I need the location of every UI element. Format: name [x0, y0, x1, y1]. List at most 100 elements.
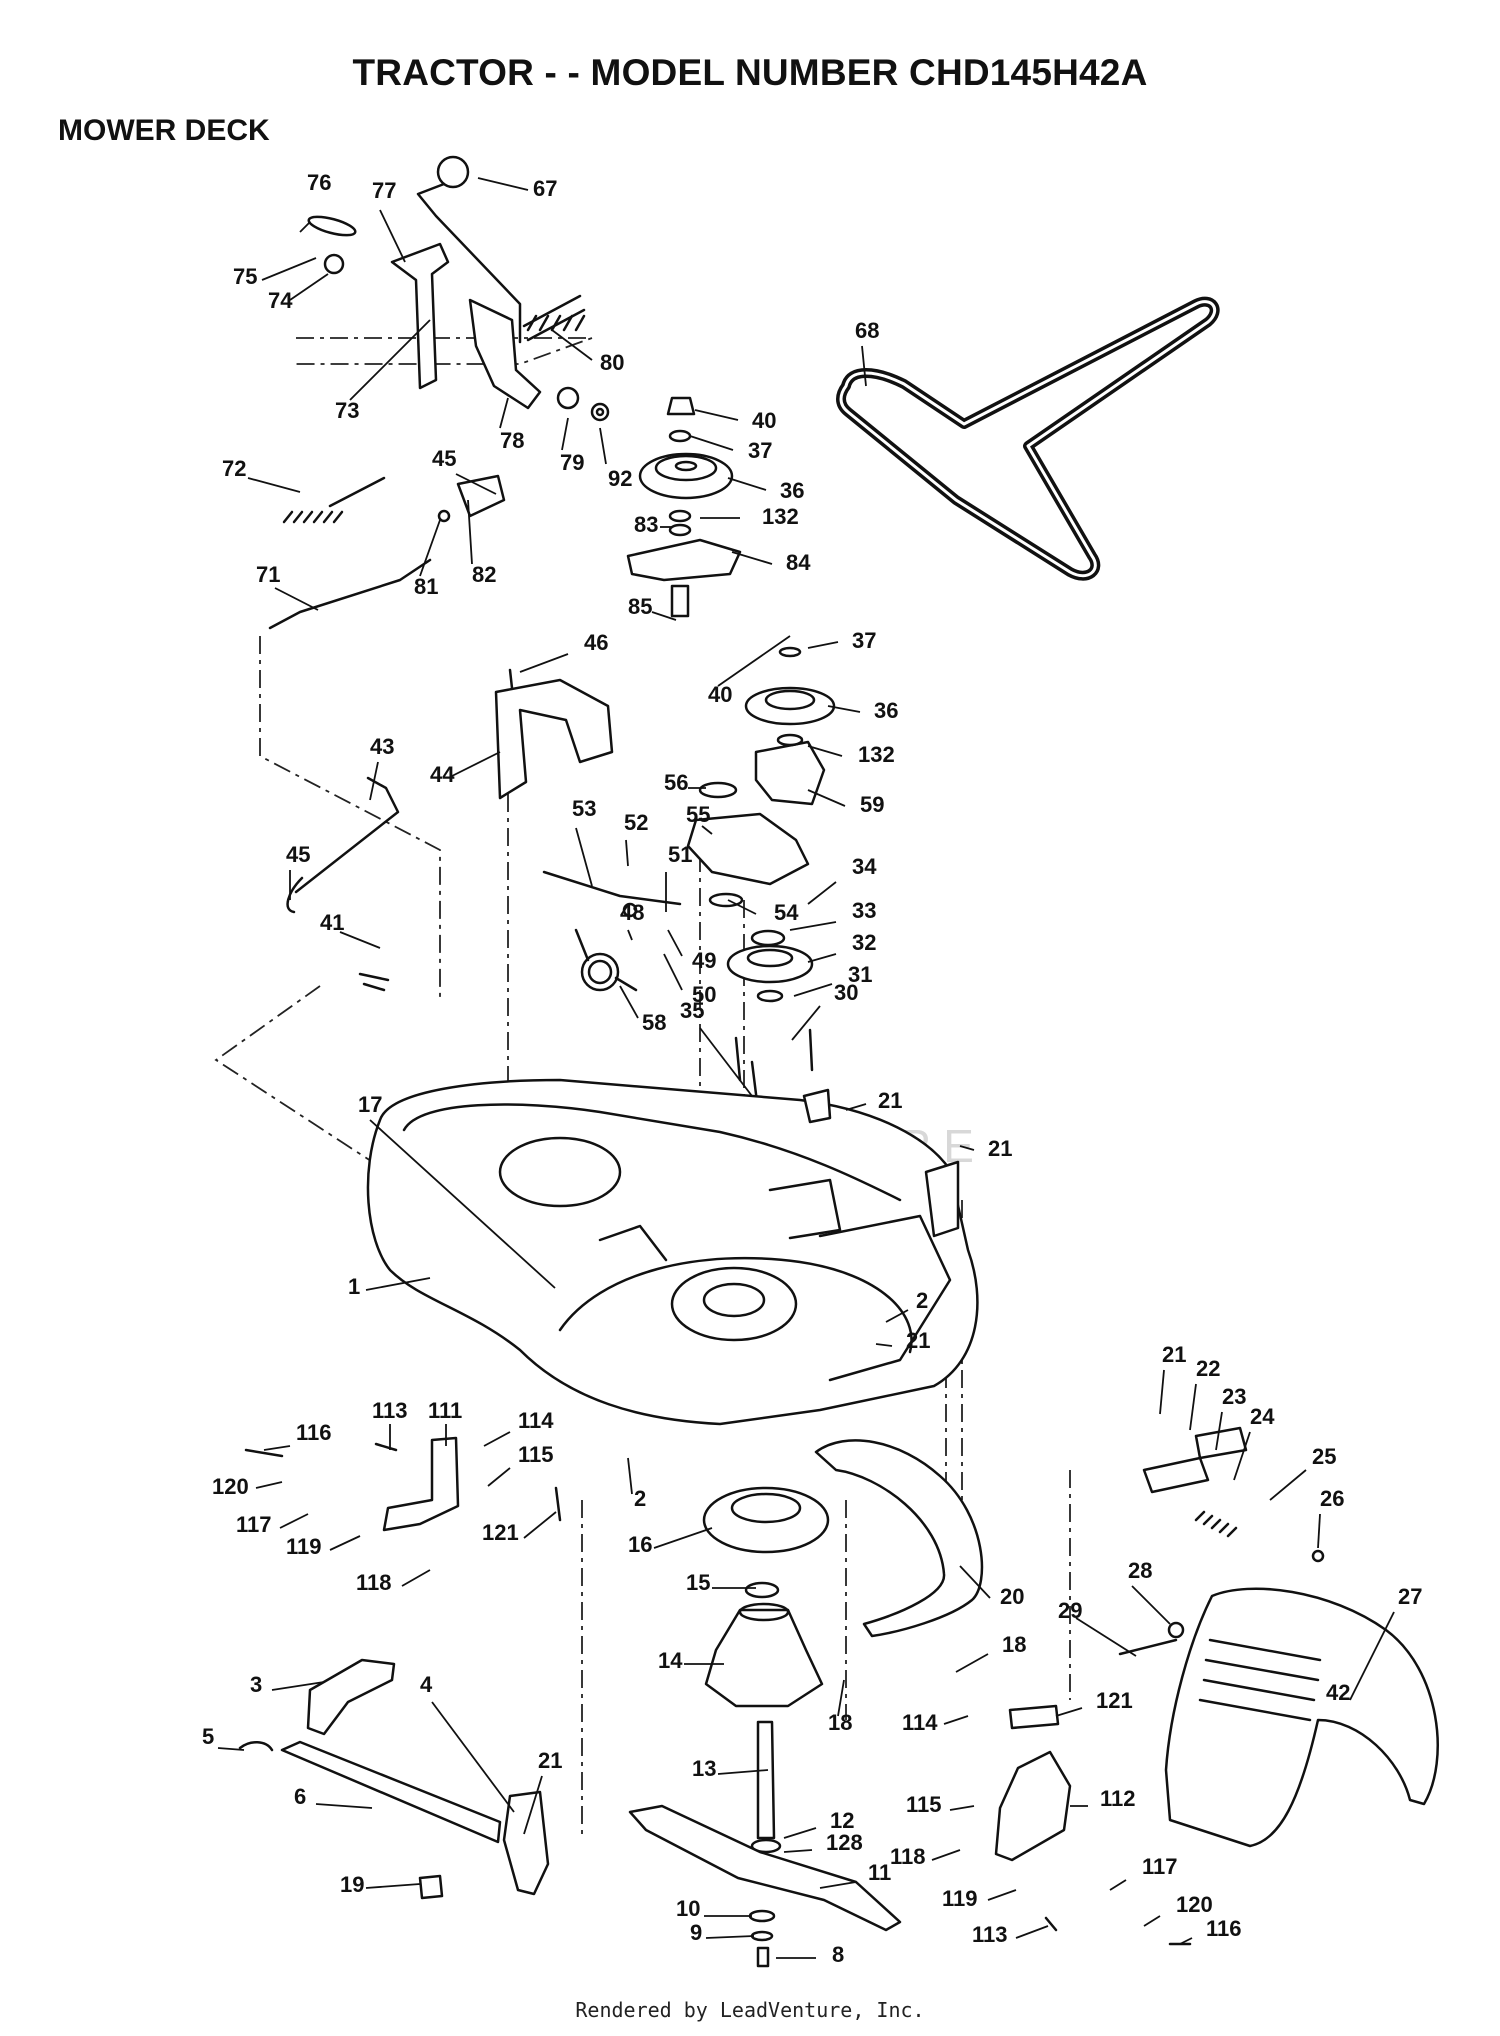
- page-title: TRACTOR - - MODEL NUMBER CHD145H42A: [352, 52, 1148, 93]
- callout-leader-35: [699, 1027, 753, 1097]
- callout-leader-84: [731, 551, 773, 565]
- callout-10: 10: [676, 1896, 700, 1921]
- callout-119: 119: [286, 1534, 322, 1559]
- callout-13: 13: [692, 1756, 716, 1781]
- callout-leader-85: [651, 611, 677, 621]
- callout-leader-118: [401, 1569, 431, 1587]
- callout-leader-119: [987, 1889, 1017, 1901]
- callout-21: 21: [988, 1136, 1012, 1161]
- callout-112: 112: [1100, 1786, 1136, 1811]
- callout-115: 115: [518, 1442, 554, 1467]
- callout-leader-41: [339, 931, 381, 949]
- callout-leader-20: [959, 1565, 991, 1599]
- callout-leader-117: [279, 1513, 309, 1529]
- callout-113: 113: [972, 1922, 1008, 1947]
- callout-31: 31: [848, 962, 872, 987]
- callout-2: 2: [634, 1486, 646, 1511]
- callout-leader-119: [329, 1535, 361, 1551]
- callout-leader-81: [419, 519, 441, 577]
- callout-67: 67: [533, 176, 557, 201]
- callout-113: 113: [372, 1398, 408, 1423]
- callout-71: 71: [256, 562, 280, 587]
- callout-21: 21: [906, 1328, 930, 1353]
- callout-4: 4: [420, 1672, 433, 1697]
- callout-117: 117: [236, 1512, 272, 1537]
- callout-116: 116: [296, 1420, 332, 1445]
- belt-guard: [494, 668, 614, 800]
- callout-81: 81: [414, 574, 438, 599]
- callout-leader-17: [369, 1119, 556, 1289]
- callout-leader-54: [727, 899, 757, 915]
- callout-12: 12: [830, 1808, 854, 1833]
- callout-56: 56: [664, 770, 688, 795]
- callout-32: 32: [852, 930, 876, 955]
- footer-credit: Rendered by LeadVenture, Inc.: [575, 1998, 925, 2022]
- callout-leader-67: [477, 177, 529, 191]
- callout-21: 21: [538, 1748, 562, 1773]
- callout-14: 14: [658, 1648, 683, 1673]
- callout-leader-3: [271, 1681, 325, 1691]
- callout-leader-82: [467, 499, 473, 565]
- callout-29: 29: [1058, 1598, 1082, 1623]
- callout-79: 79: [560, 450, 584, 475]
- callout-leader-40: [694, 409, 739, 421]
- callout-leader-74: [289, 273, 329, 301]
- discharge-chute: 42: [1008, 1426, 1439, 1848]
- callout-45: 45: [432, 446, 456, 471]
- callout-111: 111: [428, 1398, 462, 1423]
- callout-68: 68: [855, 318, 879, 343]
- callout-25: 25: [1312, 1444, 1336, 1469]
- callout-75: 75: [233, 264, 257, 289]
- callout-18: 18: [828, 1710, 852, 1735]
- callout-58: 58: [642, 1010, 666, 1035]
- callout-leader-29: [1075, 1617, 1137, 1657]
- deck-badge: 42: [1326, 1680, 1350, 1705]
- callout-132: 132: [762, 504, 799, 529]
- callout-51: 51: [668, 842, 692, 867]
- callout-leader-73: [349, 319, 431, 401]
- callout-leader-116: [263, 1445, 291, 1451]
- callout-leader-77: [379, 209, 406, 263]
- callout-leader-72: [247, 477, 301, 493]
- callout-20: 20: [1000, 1584, 1024, 1609]
- callout-leader-52: [625, 839, 629, 867]
- callout-92: 92: [608, 466, 632, 491]
- callout-leader-28: [1131, 1585, 1171, 1625]
- callout-114: 114: [518, 1408, 554, 1433]
- idler-arm-bracket: [542, 740, 826, 918]
- callout-leader-24: [1233, 1431, 1251, 1481]
- callout-leader-76: [299, 221, 311, 233]
- callout-leader-31: [793, 983, 833, 997]
- callout-121: 121: [1096, 1688, 1133, 1713]
- callout-53: 53: [572, 796, 596, 821]
- callout-22: 22: [1196, 1356, 1220, 1381]
- callout-128: 128: [826, 1830, 863, 1855]
- callout-leader-21: [1159, 1369, 1165, 1415]
- callout-leader-114: [943, 1715, 969, 1725]
- callout-leader-92: [599, 427, 607, 465]
- lift-springs-and-rods: [268, 474, 506, 992]
- callout-leader-113: [1015, 1925, 1049, 1939]
- callout-leader-21: [959, 1145, 975, 1151]
- callout-132: 132: [858, 742, 895, 767]
- callout-leader-115: [487, 1467, 511, 1487]
- callout-leader-18: [955, 1653, 989, 1673]
- callout-77: 77: [372, 178, 396, 203]
- callout-59: 59: [860, 792, 884, 817]
- callout-leader-121: [523, 1511, 557, 1539]
- callout-leader-114: [483, 1431, 511, 1447]
- callout-leader-128: [783, 1849, 813, 1853]
- callout-leader-48: [627, 929, 633, 941]
- callout-34: 34: [852, 854, 877, 879]
- rear-bracket-right: [994, 1750, 1192, 1946]
- front-hanger-brackets: [238, 1658, 550, 1900]
- callout-119: 119: [942, 1886, 978, 1911]
- callout-5: 5: [202, 1724, 214, 1749]
- callout-8: 8: [832, 1942, 844, 1967]
- callout-2: 2: [916, 1288, 928, 1313]
- callout-54: 54: [774, 900, 799, 925]
- callout-leader-23: [1215, 1411, 1223, 1451]
- callout-leader-21: [875, 1343, 893, 1347]
